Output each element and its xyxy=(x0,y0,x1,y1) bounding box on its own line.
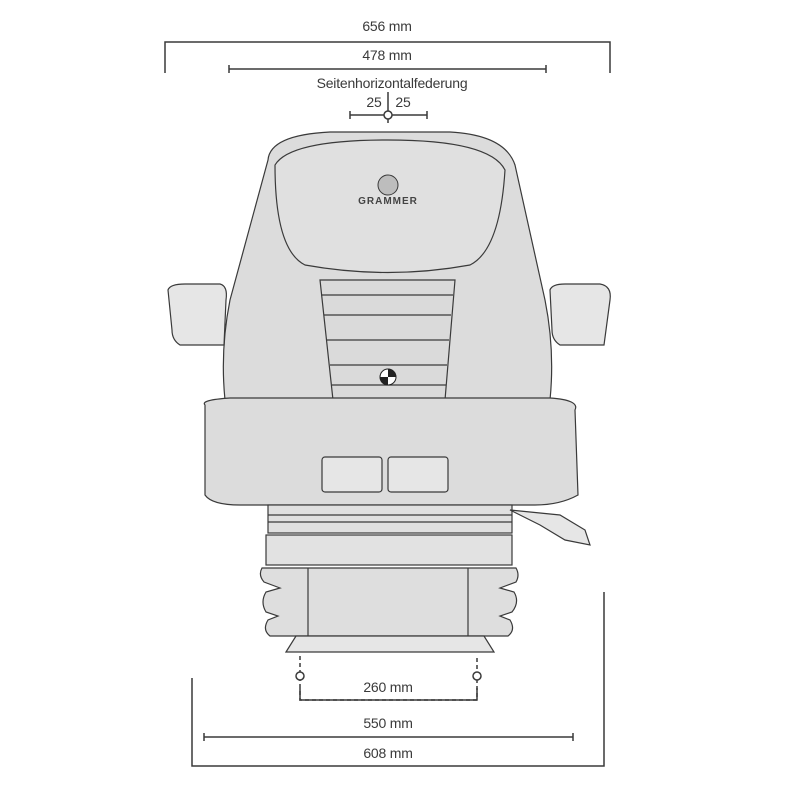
lateral-suspension-label: Seitenhorizontalfederung xyxy=(316,75,468,91)
suspension-housing xyxy=(265,534,513,566)
dim-608-label: 608 mm xyxy=(363,745,413,761)
dim-260-label: 260 mm xyxy=(363,679,413,695)
seat-base xyxy=(284,635,496,653)
brand-logo-text: GRAMMER xyxy=(358,196,418,207)
slide-rail xyxy=(267,504,513,534)
lateral-right-label: 25 xyxy=(395,94,411,110)
adjust-lever xyxy=(509,509,591,546)
armrest-left xyxy=(167,283,227,346)
dim-550-line xyxy=(203,733,574,741)
dim-478-line xyxy=(228,65,547,73)
seat-body xyxy=(167,131,611,653)
dim-656-label: 656 mm xyxy=(362,18,412,34)
grammer-logo-icon xyxy=(377,174,399,196)
center-of-gravity-icon xyxy=(379,368,397,386)
dim-550-label: 550 mm xyxy=(363,715,413,731)
seat-cushion xyxy=(203,397,579,506)
bellows xyxy=(259,567,519,637)
dim-656-bracket xyxy=(164,41,611,73)
headrest xyxy=(274,139,506,274)
lateral-left-label: 25 xyxy=(366,94,382,110)
dim-478-label: 478 mm xyxy=(362,47,412,63)
armrest-right xyxy=(549,283,611,346)
dim-608-bracket xyxy=(191,592,605,767)
